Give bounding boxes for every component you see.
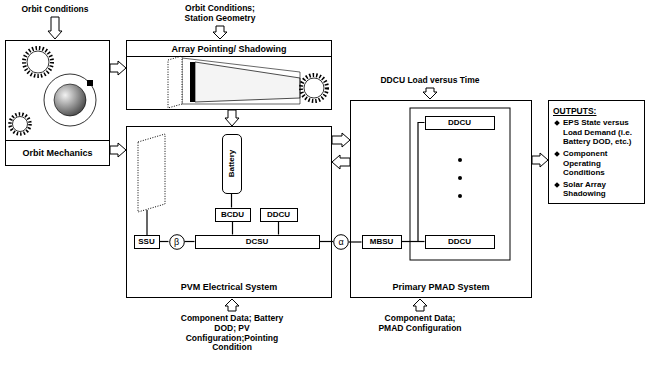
array-wire	[146, 210, 147, 235]
flow-arrow	[332, 155, 350, 169]
pmad-system-box: Primary PMAD System DDCU MBSU DDCU	[350, 100, 532, 298]
input-arrow	[48, 17, 62, 39]
diamond-bullet	[554, 151, 560, 157]
input-note-text: Component Data; PMAD Configuration	[375, 314, 465, 334]
list-item: Component Operating Conditions	[563, 149, 640, 178]
ddcu-box: DDCU	[260, 208, 298, 222]
input-note: Orbit Conditions; Station Geometry	[170, 4, 270, 24]
ddcu-group-outline	[410, 108, 510, 260]
ellipsis-dot	[458, 158, 462, 162]
box-label: BCDU	[221, 210, 244, 219]
ssu-box: SSU	[134, 235, 160, 249]
light-band	[182, 58, 300, 104]
ddcu-box: DDCU	[425, 235, 495, 249]
diamond-bullet	[554, 182, 560, 188]
bus-wire	[232, 222, 233, 235]
input-note: Component Data; Battery DOD; PV Configur…	[172, 314, 292, 353]
box-label: Battery	[227, 150, 236, 178]
box-title: Orbit Mechanics	[22, 148, 92, 158]
box-title: PVM Electrical System	[181, 282, 278, 292]
input-arrow	[413, 299, 427, 311]
input-arrow	[213, 26, 227, 39]
orbit-mechanics-box: Orbit Mechanics	[5, 40, 110, 166]
mbsu-box: MBSU	[362, 235, 402, 249]
list-heading: OUTPUTS:	[553, 106, 640, 116]
solar-array-symbol	[138, 134, 165, 212]
flow-arrow	[110, 61, 126, 75]
circle-outline	[169, 234, 184, 249]
ddcu-box: DDCU	[425, 116, 495, 130]
input-note-text: Orbit Conditions; Station Geometry	[170, 4, 270, 24]
input-note-text: DDCU Load versus Time	[380, 76, 480, 86]
bcdu-box: BCDU	[215, 208, 251, 222]
earth-symbol	[54, 84, 86, 116]
title-strip: Orbit Mechanics	[6, 140, 109, 165]
circle-outline	[334, 235, 349, 250]
input-note: DDCU Load versus Time	[380, 76, 480, 86]
box-title: Primary PMAD System	[392, 282, 489, 292]
box-label: SSU	[138, 237, 154, 246]
input-note: Orbit Conditions	[10, 5, 100, 15]
flow-arrow	[225, 110, 239, 126]
flow-arrow	[110, 143, 126, 157]
input-note-text: Orbit Conditions	[10, 5, 100, 15]
bus-wire	[185, 241, 195, 242]
outputs-box: OUTPUTS: EPS State versus Load Demand (i.…	[548, 100, 645, 204]
station-symbol	[87, 80, 93, 86]
box-label: DDCU	[448, 237, 471, 246]
input-note-text: Component Data; Battery DOD; PV Configur…	[172, 314, 292, 353]
ellipsis-dot	[458, 176, 462, 180]
bus-wire	[231, 194, 232, 208]
sun-symbol	[13, 117, 28, 132]
bus-wire	[402, 123, 425, 242]
box-title: Array Pointing/ Shadowing	[171, 44, 286, 54]
list-item: EPS State versus Load Demand (i.e. Batte…	[563, 118, 640, 147]
box-label: MBSU	[370, 237, 394, 246]
battery-cell: Battery	[222, 134, 242, 194]
list-row: Component Operating Conditions	[553, 149, 640, 178]
box-label: DDCU	[448, 118, 471, 127]
pvm-system-box: PVM Electrical System BatteryBCDU DDCU SSU β…	[126, 126, 332, 298]
list-row: Solar Array Shadowing	[553, 180, 640, 199]
ellipsis-dot	[458, 194, 462, 198]
orbit-ring	[44, 74, 96, 126]
sun-symbol	[304, 78, 324, 98]
flow-arrow	[332, 133, 350, 147]
sun-rays	[24, 48, 52, 76]
box-label: α	[338, 237, 343, 247]
diamond-bullet	[554, 120, 560, 126]
flow-arrow	[532, 153, 548, 167]
title-strip: Array Pointing/ Shadowing	[127, 41, 331, 57]
list-row: OUTPUTS:	[553, 106, 640, 116]
sun-rays	[10, 114, 30, 134]
list-item: Solar Array Shadowing	[563, 180, 640, 199]
input-arrow	[225, 299, 239, 311]
beta-gimbal: β	[169, 234, 185, 250]
light-band	[195, 62, 300, 102]
bus-wire	[320, 241, 334, 242]
bus-wire	[278, 222, 279, 235]
shadowing-structure	[190, 62, 195, 102]
array-pointing-box: Array Pointing/ Shadowing	[126, 40, 332, 110]
dcsu-box: DCSU	[195, 235, 320, 249]
list-row: EPS State versus Load Demand (i.e. Batte…	[553, 118, 640, 147]
bus-wire	[160, 241, 169, 242]
input-arrow	[423, 88, 437, 99]
title-strip: Primary PMAD System	[351, 277, 531, 297]
title-strip: PVM Electrical System	[127, 277, 331, 297]
box-label: β	[174, 237, 179, 247]
box-label: DDCU	[267, 210, 290, 219]
box-label: DCSU	[246, 237, 269, 246]
alpha-gimbal: α	[333, 234, 349, 250]
solar-array-symbol	[168, 56, 182, 108]
sun-rays	[301, 75, 327, 101]
input-note: Component Data; PMAD Configuration	[375, 314, 465, 334]
sun-symbol	[27, 51, 49, 73]
